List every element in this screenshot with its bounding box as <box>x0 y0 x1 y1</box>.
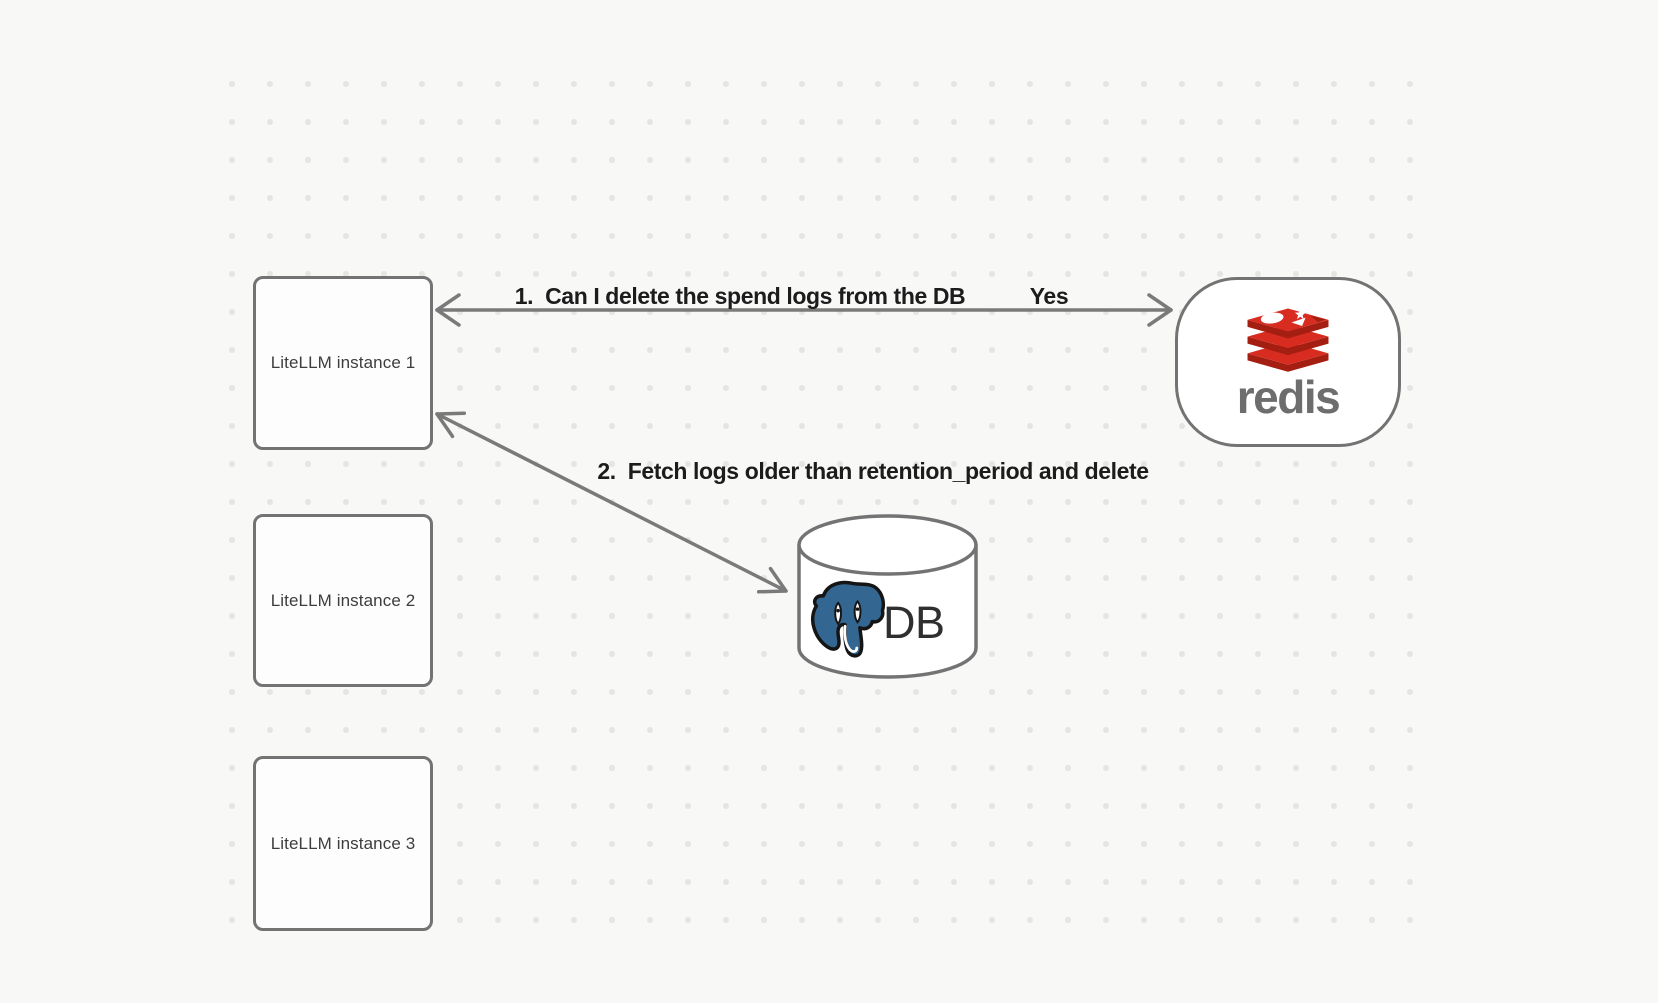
litellm-instance-3-node[interactable]: LiteLLM instance 3 <box>253 756 433 931</box>
db-label: DB <box>883 597 945 648</box>
arrow-redis-to-litellm1[interactable] <box>435 293 1173 327</box>
db-cylinder-node[interactable] <box>796 513 979 681</box>
litellm-instance-1-label: LiteLLM instance 1 <box>270 353 416 372</box>
arrow2-label: 2. Fetch logs older than retention_perio… <box>597 458 1149 484</box>
litellm-instance-1-node[interactable]: LiteLLM instance 1 <box>253 276 433 450</box>
redis-logo-icon <box>1247 308 1329 372</box>
arrow1-response-label: Yes <box>1029 283 1069 309</box>
redis-node[interactable]: redis <box>1175 277 1401 447</box>
arrow-litellm1-to-db[interactable] <box>435 411 788 594</box>
litellm-instance-2-label: LiteLLM instance 2 <box>270 590 416 610</box>
redis-wordmark: redis <box>1236 371 1341 423</box>
litellm-instance-2-node[interactable]: LiteLLM instance 2 <box>253 514 433 687</box>
litellm-instance-3-label: LiteLLM instance 3 <box>270 833 416 853</box>
postgresql-elephant-icon <box>810 580 886 658</box>
arrow1-label: 1. Can I delete the spend logs from the … <box>514 283 966 309</box>
